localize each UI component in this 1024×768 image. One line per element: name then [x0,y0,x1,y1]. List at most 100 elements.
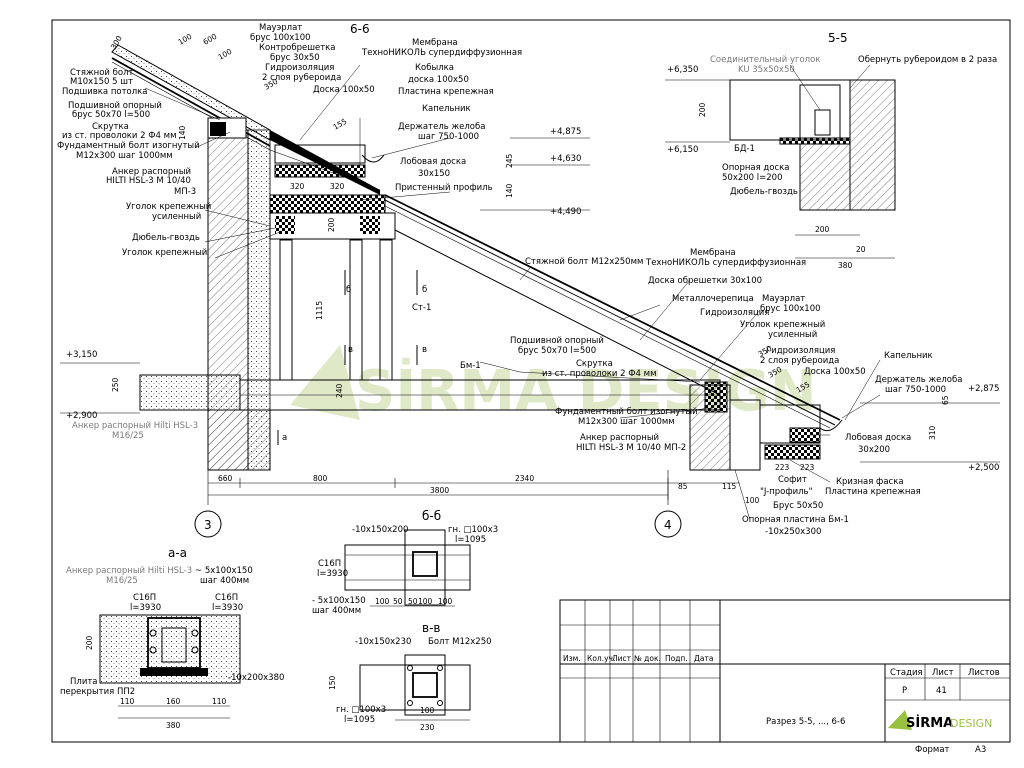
svg-text:С16П: С16П [215,593,238,603]
svg-text:320: 320 [290,182,305,191]
sheet-frame [51,19,1011,743]
svg-text:Формат: Формат [915,745,950,755]
svg-text:200: 200 [327,217,336,232]
svg-text:Мембрана: Мембрана [412,38,458,48]
svg-text:2340: 2340 [515,474,534,483]
svg-text:HILTI HSL-3 M 10/40: HILTI HSL-3 M 10/40 [106,176,191,186]
svg-text:Пристенный профиль: Пристенный профиль [395,183,493,193]
gutter-upper [361,154,385,163]
labels-right-lower: Стяжной болт М12х250мм Мембрана ТехноНИК… [510,248,962,537]
svg-text:3: 3 [204,518,212,532]
svg-text:Кол.уч.: Кол.уч. [587,654,615,663]
svg-text:3800: 3800 [430,486,449,495]
svg-text:доска 100х50: доска 100х50 [408,75,469,85]
svg-text:+2,900: +2,900 [66,411,97,421]
svg-text:из ст. проволоки 2 Ф4 мм: из ст. проволоки 2 Ф4 мм [62,131,177,141]
svg-text:Листов: Листов [968,668,1000,678]
svg-text:Уголок крепежный: Уголок крепежный [126,202,211,212]
svg-text:310: 310 [928,425,937,440]
svg-text:а: а [282,433,287,443]
svg-text:Металлочерепица: Металлочерепица [672,294,754,304]
title-block: Изм. Кол.уч. Лист № док. Подп. Дата Стад… [559,599,1011,755]
svg-text:шаг 400мм: шаг 400мм [312,606,361,616]
svg-text:Р: Р [902,686,907,696]
svg-text:-10х150х230: -10х150х230 [355,637,411,647]
svg-text:l=3930: l=3930 [130,603,161,613]
svg-text:Лист: Лист [932,668,954,678]
svg-text:100: 100 [745,496,760,505]
svg-text:41: 41 [936,686,947,696]
svg-text:Дюбель-гвоздь: Дюбель-гвоздь [132,233,200,243]
svg-text:+4,490: +4,490 [550,207,581,217]
svg-text:Пластина крепежная: Пластина крепежная [398,87,494,97]
svg-text:380: 380 [166,721,181,730]
svg-text:Фундаментный болт изогнутый: Фундаментный болт изогнутый [57,141,200,151]
svg-text:600: 600 [202,32,219,47]
svg-text:Стадия: Стадия [890,668,923,678]
svg-text:160: 160 [166,697,181,706]
svg-text:HILTI HSL-3 M 10/40: HILTI HSL-3 M 10/40 [576,443,661,453]
svg-text:БД-1: БД-1 [734,144,755,154]
svg-text:85: 85 [678,482,688,491]
svg-text:+2,500: +2,500 [968,463,999,473]
svg-text:Дата: Дата [694,654,713,663]
svg-text:100: 100 [375,597,390,606]
svg-text:брус 30х50: брус 30х50 [270,53,320,63]
section-b-b: б-б -10х150х200 гн. □100х3 l=1095 С16П l… [312,509,498,616]
svg-text:М12х300 шаг 1000мм: М12х300 шаг 1000мм [578,417,675,427]
axis-3: 3 [194,470,222,538]
svg-text:Мембрана: Мембрана [690,248,736,258]
svg-text:из ст. проволоки 2 Ф4 мм: из ст. проволоки 2 Ф4 мм [542,369,657,379]
svg-text:в: в [348,345,353,355]
svg-text:б: б [346,285,351,295]
svg-text:С16П: С16П [318,559,341,569]
svg-text:115: 115 [722,482,737,491]
svg-text:А3: А3 [975,745,986,755]
svg-text:Гидроизоляция: Гидроизоляция [265,63,334,73]
svg-text:Мауэрлат: Мауэрлат [762,294,805,304]
svg-text:110: 110 [120,697,135,706]
beam-4490 [269,194,386,214]
svg-text:30х200: 30х200 [858,445,890,455]
section-v-v: в-в -10х150х230 Болт М12х250 гн. □100х3 … [328,621,492,732]
floor-slab [139,374,241,411]
svg-text:1115: 1115 [315,301,324,320]
svg-text:Подшивной опорный: Подшивной опорный [510,336,604,346]
section-markers: б б в в а [277,270,427,445]
svg-text:DESIGN: DESIGN [950,717,992,730]
svg-text:20: 20 [856,245,866,254]
svg-text:140: 140 [178,125,187,140]
svg-text:100: 100 [177,32,194,47]
svg-text:Пластина крепежная: Пластина крепежная [825,487,921,497]
svg-text:Дюбель-гвоздь: Дюбель-гвоздь [730,187,798,197]
svg-text:Плита: Плита [70,677,98,687]
svg-text:Стяжной болт: Стяжной болт [70,68,134,78]
svg-text:Софит: Софит [778,475,807,485]
svg-text:+3,150: +3,150 [66,350,97,360]
svg-text:ТехноНИКОЛЬ супердиффузионная: ТехноНИКОЛЬ супердиффузионная [361,48,522,58]
svg-text:Подшивка потолка: Подшивка потолка [62,87,148,97]
svg-text:Гидроизоляция: Гидроизоляция [700,308,769,318]
svg-text:Анкер распорный: Анкер распорный [580,433,659,443]
svg-text:Опорная пластина Бм-1: Опорная пластина Бм-1 [742,515,849,525]
svg-text:Разрез 5-5, ..., 6-6: Разрез 5-5, ..., 6-6 [766,717,845,727]
svg-text:б-б: б-б [422,509,441,523]
svg-text:Соединительный уголок: Соединительный уголок [710,55,820,65]
svg-text:"J-профиль": "J-профиль" [760,487,813,497]
svg-text:Обернуть рубероидом в 2 раза: Обернуть рубероидом в 2 раза [858,55,997,65]
svg-text:Лобовая доска: Лобовая доска [845,433,911,443]
svg-text:l=3930: l=3930 [317,569,348,579]
svg-text:Доска 100х50: Доска 100х50 [804,367,866,377]
svg-text:усиленный: усиленный [768,330,817,340]
svg-text:+6,350: +6,350 [667,65,698,75]
svg-text:М10х150 5 шт: М10х150 5 шт [70,77,133,87]
svg-text:Ст-1: Ст-1 [412,303,431,313]
svg-text:Стяжной болт М12х250мм: Стяжной болт М12х250мм [525,257,643,267]
svg-text:Доска обрешетки 30х100: Доска обрешетки 30х100 [648,276,762,286]
svg-text:100: 100 [438,597,453,606]
leader-lines [144,64,881,521]
svg-text:50х200 l=200: 50х200 l=200 [722,173,782,183]
svg-text:Брус 50х50: Брус 50х50 [773,501,823,511]
svg-text:Кобылка: Кобылка [415,63,454,73]
svg-text:-10х200х380: -10х200х380 [228,673,284,683]
